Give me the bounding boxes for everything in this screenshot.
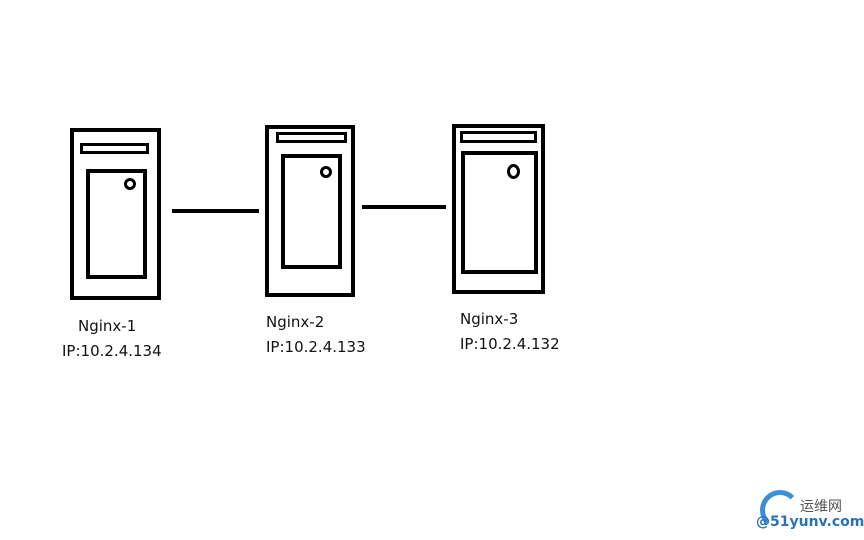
server-panel <box>281 154 342 269</box>
server-icon-nginx-1 <box>70 128 161 300</box>
server-icon-nginx-3 <box>452 124 545 294</box>
server-power-dot <box>124 178 136 190</box>
node-ip: IP:10.2.4.134 <box>62 342 162 360</box>
server-panel <box>86 169 147 279</box>
server-drive-bar <box>460 131 537 143</box>
connection-line-2-3 <box>362 205 446 209</box>
server-power-dot <box>320 166 332 178</box>
server-icon-nginx-2 <box>265 125 355 297</box>
server-drive-bar <box>80 143 149 154</box>
server-drive-bar <box>276 132 347 143</box>
node-name: Nginx-2 <box>266 313 325 331</box>
watermark-url: @51yunv.com <box>756 514 864 530</box>
node-ip: IP:10.2.4.133 <box>266 338 366 356</box>
node-name: Nginx-1 <box>78 317 137 335</box>
connection-line-1-2 <box>172 209 259 213</box>
watermark-logo-icon <box>760 490 800 530</box>
watermark-text: 运维网 <box>800 499 842 515</box>
node-name: Nginx-3 <box>460 310 519 328</box>
node-ip: IP:10.2.4.132 <box>460 335 560 353</box>
server-power-dot <box>507 164 520 179</box>
server-panel <box>461 151 538 274</box>
